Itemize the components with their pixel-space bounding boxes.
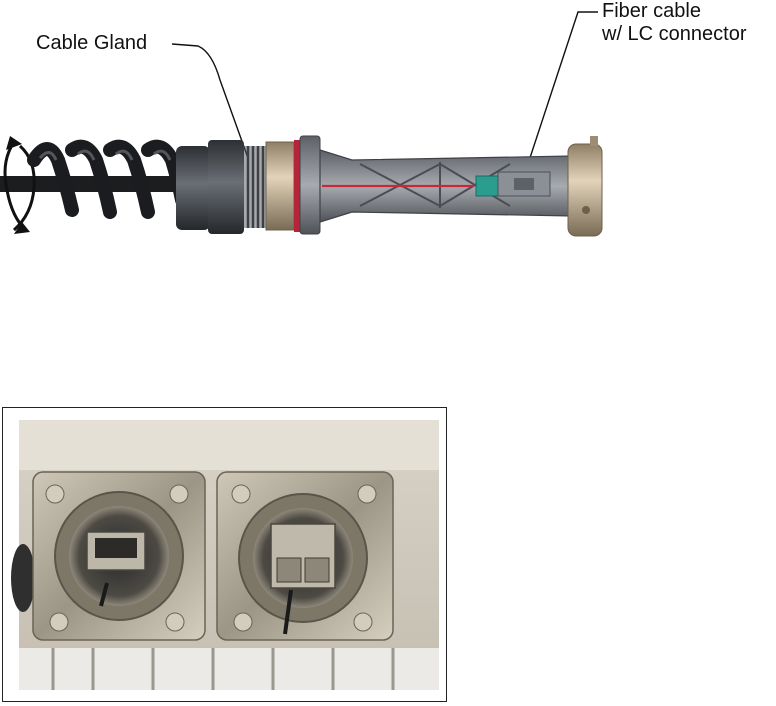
gland-body — [176, 146, 210, 230]
cable-gland-diagram — [0, 0, 776, 300]
connector-panel-photo-frame — [2, 407, 447, 702]
ethernet-port-plate — [33, 472, 205, 640]
gland-nut — [208, 140, 244, 234]
housing-flange — [300, 136, 320, 234]
red-o-ring — [294, 140, 300, 232]
connector-panel-photo — [3, 408, 448, 703]
sfp-port-plate — [217, 472, 393, 640]
brass-lock-nut — [266, 142, 294, 230]
end-cap — [568, 144, 602, 236]
lc-connector — [476, 176, 498, 196]
